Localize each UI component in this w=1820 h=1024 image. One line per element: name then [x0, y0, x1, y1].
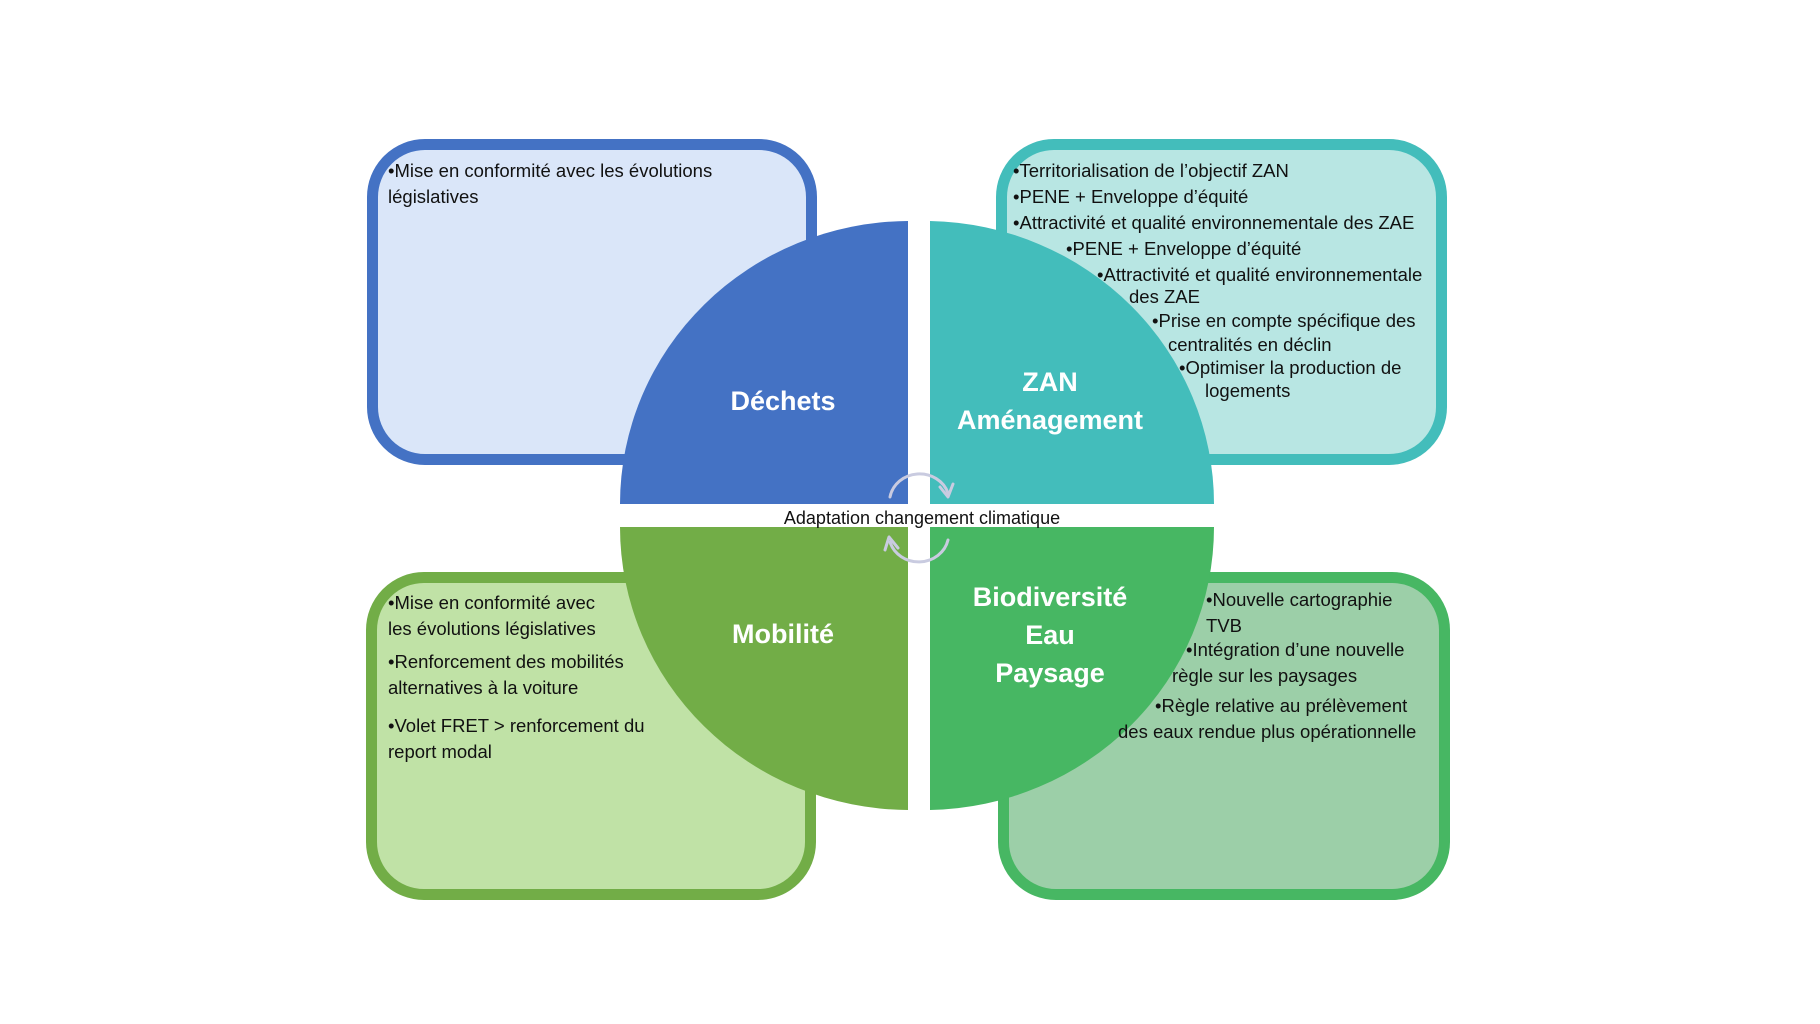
mobilite-item-line: alternatives à la voiture: [388, 677, 579, 698]
mobilite-label: Mobilité: [683, 615, 883, 653]
mobilite-item-line: •Volet FRET > renforcement du: [388, 715, 645, 736]
zan-item-line: •Attractivité et qualité environnemental…: [1097, 264, 1423, 285]
dechets-quadrant: [620, 221, 908, 504]
zan-quadrant: [930, 221, 1215, 504]
mobilite-quadrant: [619, 527, 908, 810]
biodiversite-item-line: •Intégration d’une nouvelle: [1186, 639, 1405, 660]
zan-label: ZAN Aménagement: [950, 363, 1150, 439]
biodiversite-item-line: règle sur les paysages: [1172, 665, 1358, 686]
zan-item-line: •PENE + Enveloppe d’équité: [1013, 186, 1249, 207]
biodiversite-item-line: des eaux rendue plus opérationnelle: [1118, 721, 1417, 742]
biodiversite-quadrant: [930, 527, 1214, 810]
zan-item-line: •Optimiser la production de: [1179, 357, 1402, 378]
dechets-item-line: •Mise en conformité avec les évolutions: [388, 160, 713, 181]
mobilite-item-line: •Mise en conformité avec: [388, 592, 595, 613]
biodiversite-item-line: •Règle relative au prélèvement: [1155, 695, 1408, 716]
mobilite-item-line: report modal: [388, 741, 492, 762]
biodiversite-item-line: •Nouvelle cartographie: [1206, 589, 1393, 610]
center-label: Adaptation changement climatique: [783, 508, 1061, 528]
biodiversite-label-line2: Eau: [1025, 620, 1075, 650]
mobilite-item-line: les évolutions législatives: [388, 618, 596, 639]
biodiversite-label: Biodiversité Eau Paysage: [950, 578, 1150, 692]
zan-item-line: •Territorialisation de l’objectif ZAN: [1013, 160, 1289, 181]
zan-item-line: des ZAE: [1129, 286, 1200, 307]
biodiversite-label-line1: Biodiversité: [972, 582, 1128, 612]
dechets-label-text: Déchets: [730, 386, 836, 416]
mobilite-item-line: •Renforcement des mobilités: [388, 651, 624, 672]
biodiversite-label-line3: Paysage: [995, 658, 1105, 688]
biodiversite-item-line: TVB: [1206, 615, 1242, 636]
zan-item-line: •Prise en compte spécifique des: [1152, 310, 1416, 331]
zan-item-line: •Attractivité et qualité environnemental…: [1013, 212, 1415, 233]
mobilite-label-text: Mobilité: [732, 619, 834, 649]
zan-item-line: logements: [1205, 380, 1291, 401]
zan-label-line1: ZAN: [1022, 367, 1078, 397]
zan-item-line: •PENE + Enveloppe d’équité: [1066, 238, 1302, 259]
dechets-label: Déchets: [683, 382, 883, 420]
dechets-item-line: législatives: [388, 186, 479, 207]
zan-item-line: centralités en déclin: [1168, 334, 1332, 355]
zan-label-line2: Aménagement: [956, 405, 1144, 435]
